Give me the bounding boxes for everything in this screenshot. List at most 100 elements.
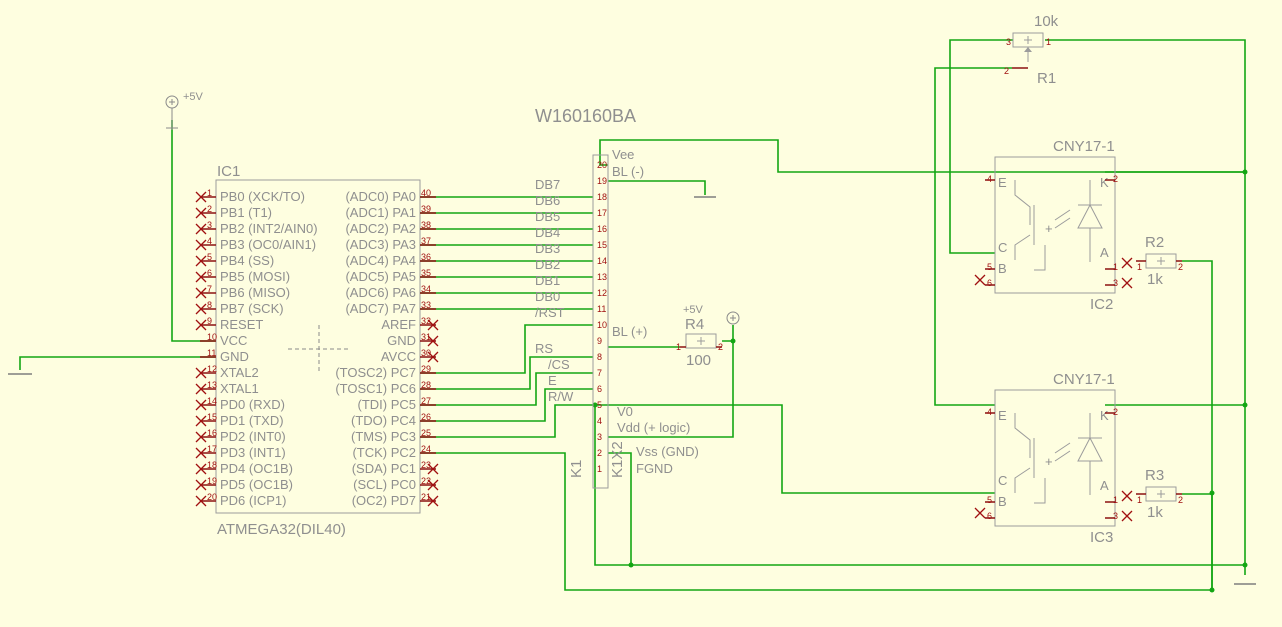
- nc-mark: [427, 351, 439, 363]
- ic1-pin-label: PD0 (RXD): [220, 397, 285, 412]
- lcd-signal-label: /CS: [548, 357, 570, 372]
- ic2-optocoupler[interactable]: CNY17-1 IC2 E C B K A + 4 5 6 2 1 3: [985, 138, 1118, 313]
- ic2-pin-c: C: [998, 240, 1007, 255]
- r1-name: R1: [1037, 70, 1056, 87]
- r3-resistor[interactable]: R3 1k 1 2: [1136, 467, 1212, 521]
- ic1-pin-label: (TMS) PC3: [351, 429, 416, 444]
- r3-pin1-num: 1: [1137, 495, 1142, 505]
- lcd-label-vee: Vee: [612, 147, 634, 162]
- ic3-pinnum-1: 1: [1113, 495, 1118, 505]
- r1-pin2-num: 2: [1004, 66, 1009, 76]
- ic2-pin-b: B: [998, 261, 1007, 276]
- ic1-pin-label: PD6 (ICP1): [220, 493, 286, 508]
- lcd-pin-number: 1: [597, 464, 602, 474]
- origin-cross: [288, 325, 350, 373]
- nc-mark: [195, 287, 207, 299]
- supply-5v-left[interactable]: +5V: [165, 91, 204, 130]
- ic1-pin-number: 1: [207, 188, 212, 198]
- lcd-k1x2-label: K1X2: [609, 441, 626, 478]
- ic3-pinnum-5: 5: [987, 495, 992, 505]
- nc-mark: [195, 191, 207, 203]
- ic1-pin-label: PD3 (INT1): [220, 445, 286, 460]
- ic1-pin-number: 32: [421, 316, 431, 326]
- ic1-pin-label: (ADC6) PA6: [345, 285, 416, 300]
- ic1-pin-number: 2: [207, 204, 212, 214]
- ic2-name: IC2: [1090, 296, 1113, 313]
- svg-text:+: +: [1045, 454, 1053, 469]
- ic1-pin-number: 16: [207, 428, 217, 438]
- ic1-pin-label: AREF: [381, 317, 416, 332]
- ic1-pin-number: 12: [207, 364, 217, 374]
- lcd-pin-number: 16: [597, 224, 607, 234]
- nc-mark: [195, 207, 207, 219]
- lcd-w160160ba[interactable]: W160160BA 201918171615141312111098765432…: [535, 106, 699, 489]
- ic1-pin-number: 4: [207, 236, 212, 246]
- nc-mark: [195, 447, 207, 459]
- ic1-pin-label: PB1 (T1): [220, 205, 272, 220]
- lcd-pin-number: 13: [597, 272, 607, 282]
- lcd-pin-number: 18: [597, 192, 607, 202]
- r1-potentiometer[interactable]: 10k R1 3 1 2: [1004, 13, 1059, 87]
- r4-resistor[interactable]: R4 +5V 100 1 2: [676, 304, 740, 369]
- lcd-pin-number: 17: [597, 208, 607, 218]
- ic1-pin-label: (OC2) PD7: [352, 493, 416, 508]
- ic1-pin-number: 40: [421, 188, 431, 198]
- lcd-pin-number: 20: [597, 160, 607, 170]
- ic1-pin-number: 18: [207, 460, 217, 470]
- lcd-pin-number: 8: [597, 352, 602, 362]
- lcd-signal-label: RS: [535, 341, 553, 356]
- ic1-pin-number: 23: [421, 460, 431, 470]
- r2-value: 1k: [1147, 271, 1163, 288]
- ic2-pinnum-4: 4: [987, 174, 992, 184]
- ic3-pin-k: K: [1100, 408, 1109, 423]
- r2-name: R2: [1145, 234, 1164, 251]
- ic1-pin-number: 17: [207, 444, 217, 454]
- ic3-pin-a: A: [1100, 478, 1109, 493]
- ic2-pinnum-3: 3: [1113, 278, 1118, 288]
- ic1-pin-number: 11: [207, 348, 216, 358]
- lcd-signal-label: DB2: [535, 257, 560, 272]
- ic1-pin-number: 37: [421, 236, 431, 246]
- ic1-pin-label: PD4 (OC1B): [220, 461, 293, 476]
- ic1-pin-label: PB7 (SCK): [220, 301, 284, 316]
- lcd-signal-label: E: [548, 373, 557, 388]
- lcd-signal-label: DB1: [535, 273, 560, 288]
- nc-mark: [195, 399, 207, 411]
- ic1-pin-label: (ADC3) PA3: [345, 237, 416, 252]
- ic3-pin-c: C: [998, 473, 1007, 488]
- lcd-label-bl-minus: BL (-): [612, 164, 644, 179]
- ic3-optocoupler[interactable]: CNY17-1 IC3 E C B K A + 4 5 6 2 1 3: [985, 371, 1118, 546]
- ic1-pin-number: 10: [207, 332, 217, 342]
- lcd-pin-number: 12: [597, 288, 607, 298]
- ic1-pin-number: 13: [207, 380, 217, 390]
- ic1-pin-number: 24: [421, 444, 431, 454]
- nc-mark: [195, 303, 207, 315]
- r4-value: 100: [686, 352, 711, 369]
- nc-mark: [195, 415, 207, 427]
- ic1-pin-label: GND: [220, 349, 249, 364]
- ic1-pin-label: (ADC2) PA2: [345, 221, 416, 236]
- lcd-label-vdd: Vdd (+ logic): [617, 420, 690, 435]
- ic1-pin-label: XTAL2: [220, 365, 259, 380]
- ic3-pin-e: E: [998, 408, 1007, 423]
- ic1-pin-number: 38: [421, 220, 431, 230]
- ic1-pin-label: (TDO) PC4: [351, 413, 416, 428]
- ic1-pin-label: PB0 (XCK/TO): [220, 189, 305, 204]
- r2-pin2-num: 2: [1178, 262, 1183, 272]
- nc-mark: [427, 319, 439, 331]
- ic1-pin-label: PB5 (MOSI): [220, 269, 290, 284]
- ic1-pin-number: 8: [207, 300, 212, 310]
- lcd-pin-number: 19: [597, 176, 607, 186]
- nc-mark: [195, 495, 207, 507]
- ic3-pinnum-6: 6: [987, 511, 992, 521]
- ic1-pin-label: (ADC0) PA0: [345, 189, 416, 204]
- ic1-pin-number: 3: [207, 220, 212, 230]
- r1-pin3-num: 3: [1006, 37, 1011, 47]
- ic3-pin-b: B: [998, 494, 1007, 509]
- ic1-pin-number: 36: [421, 252, 431, 262]
- r2-resistor[interactable]: R2 1k 1 2: [1136, 234, 1183, 288]
- nc-mark: [195, 223, 207, 235]
- lcd-pin-number: 3: [597, 432, 602, 442]
- ic2-pin-k: K: [1100, 175, 1109, 190]
